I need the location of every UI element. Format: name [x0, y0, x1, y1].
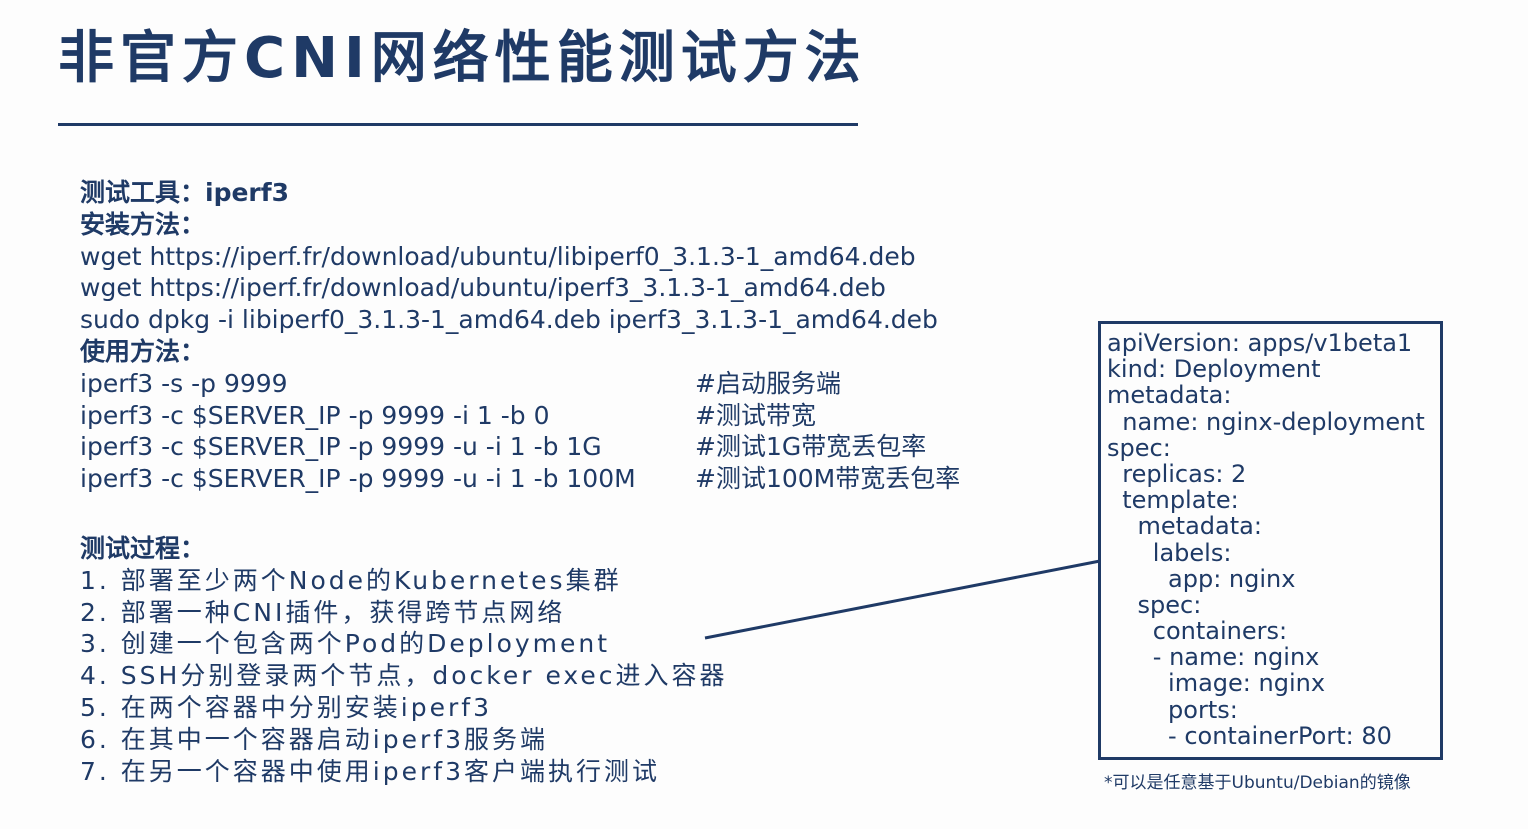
process-step: 3. 创建一个包含两个Pod的Deployment [80, 629, 611, 659]
usage-row: iperf3 -s -p 9999 #启动服务端 [80, 368, 1040, 400]
tool-label: 测试工具： [80, 178, 206, 207]
install-command: wget https://iperf.fr/download/ubuntu/ip… [80, 273, 886, 303]
yaml-line: app: nginx [1107, 564, 1296, 593]
process-steps: 1. 部署至少两个Node的Kubernetes集群 2. 部署一种CNI插件，… [80, 565, 1040, 788]
yaml-line: metadata: [1107, 381, 1232, 410]
footnote: *可以是任意基于Ubuntu/Debian的镜像 [1104, 773, 1411, 793]
page-title: 非官方CNI网络性能测试方法 [58, 26, 867, 91]
title-underline [58, 123, 858, 126]
process-step: 7. 在另一个容器中使用iperf3客户端执行测试 [80, 756, 660, 786]
process-step: 5. 在两个容器中分别安装iperf3 [80, 692, 492, 722]
yaml-line: metadata: [1107, 512, 1262, 541]
usage-row: iperf3 -c $SERVER_IP -p 9999 -u -i 1 -b … [80, 431, 1040, 463]
usage-heading: 使用方法： [80, 336, 206, 366]
deployment-yaml-box: apiVersion: apps/v1beta1 kind: Deploymen… [1098, 321, 1443, 760]
spacer [80, 495, 1040, 533]
yaml-line: image: nginx [1107, 669, 1326, 698]
usage-command: iperf3 -c $SERVER_IP -p 9999 -u -i 1 -b … [80, 432, 602, 462]
usage-row: iperf3 -c $SERVER_IP -p 9999 -u -i 1 -b … [80, 463, 1040, 495]
process-step: 2. 部署一种CNI插件，获得跨节点网络 [80, 597, 566, 627]
yaml-line: ports: [1107, 695, 1238, 724]
usage-comment: #测试1G带宽丢包率 [695, 432, 927, 462]
usage-comment: #启动服务端 [695, 368, 841, 398]
yaml-line: apiVersion: apps/v1beta1 [1107, 329, 1413, 357]
process-step: 1. 部署至少两个Node的Kubernetes集群 [80, 565, 622, 595]
tool-line: 测试工具：iperf3 [80, 177, 1040, 209]
content-left: 测试工具：iperf3 安装方法： wget https://iperf.fr/… [80, 177, 1040, 787]
install-command: wget https://iperf.fr/download/ubuntu/li… [80, 241, 916, 271]
yaml-line: containers: [1107, 617, 1288, 646]
usage-command: iperf3 -c $SERVER_IP -p 9999 -u -i 1 -b … [80, 464, 636, 494]
process-step: 4. SSH分别登录两个节点，docker exec进入容器 [80, 661, 728, 691]
yaml-line: kind: Deployment [1107, 355, 1321, 384]
yaml-line: - containerPort: 80 [1107, 721, 1392, 750]
yaml-line: name: nginx-deployment [1107, 407, 1425, 436]
usage-row: iperf3 -c $SERVER_IP -p 9999 -i 1 -b 0 #… [80, 400, 1040, 432]
usage-comment: #测试100M带宽丢包率 [695, 464, 961, 494]
tool-value: iperf3 [205, 178, 290, 207]
process-step: 6. 在其中一个容器启动iperf3服务端 [80, 724, 548, 754]
yaml-line: template: [1107, 486, 1239, 515]
yaml-line: replicas: 2 [1107, 459, 1247, 488]
usage-command: iperf3 -c $SERVER_IP -p 9999 -i 1 -b 0 [80, 400, 550, 430]
yaml-line: spec: [1107, 433, 1171, 462]
yaml-line: labels: [1107, 538, 1232, 567]
install-heading: 安装方法： [80, 209, 206, 239]
usage-command: iperf3 -s -p 9999 [80, 368, 288, 398]
usage-comment: #测试带宽 [695, 400, 816, 430]
process-heading: 测试过程： [80, 533, 206, 563]
yaml-line: spec: [1107, 590, 1202, 619]
yaml-line: - name: nginx [1107, 643, 1320, 672]
install-command: sudo dpkg -i libiperf0_3.1.3-1_amd64.deb… [80, 305, 938, 335]
